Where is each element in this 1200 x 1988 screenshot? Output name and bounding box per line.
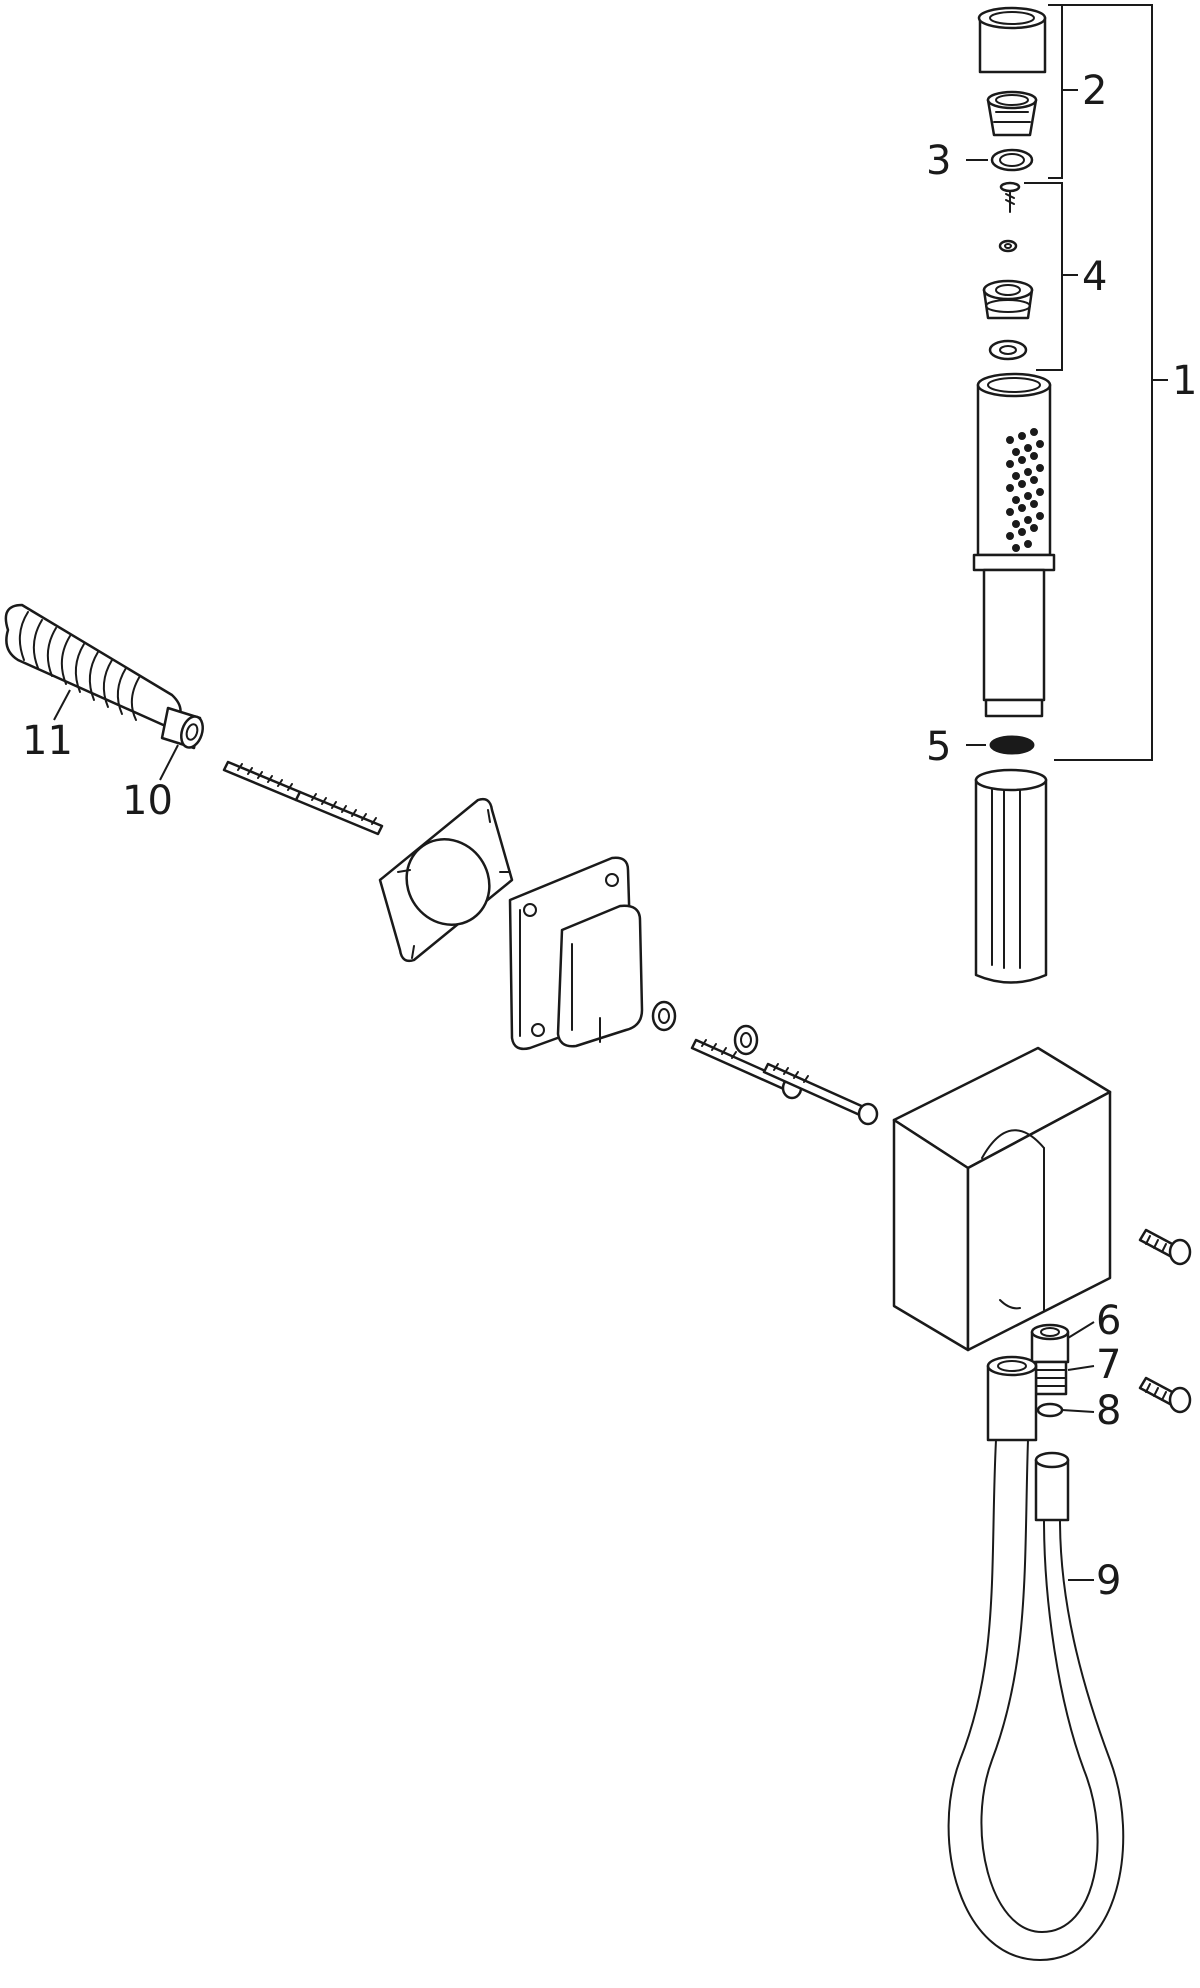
part-11-corrugated-hose [4,603,182,730]
washer-left [651,1000,677,1032]
threaded-rod-1 [222,760,302,802]
callout-10: 10 [122,778,173,824]
part-2-spray-nut [977,6,1047,74]
part-5-seal [989,735,1035,755]
wall-screw-2 [762,1062,879,1126]
part-4-washer [998,239,1018,253]
part-2-spray-insert [986,90,1038,137]
mounting-frame [378,797,514,963]
hex-screw-lower [1138,1376,1192,1414]
shower-holder-block [892,1046,1112,1352]
part-8-washer [1036,1402,1064,1418]
callout-3: 3 [926,138,951,184]
callout-leaders-upper [966,4,1168,761]
part-4-disc [988,339,1028,361]
threaded-rod-2 [294,790,384,836]
callout-6: 6 [1096,1298,1121,1344]
hex-screw-upper [1138,1228,1192,1266]
callout-leaders-left [53,689,179,781]
callout-11: 11 [22,718,73,764]
part-3-o-ring [990,148,1034,172]
wall-screw-1 [690,1038,803,1100]
washer-right [733,1024,759,1056]
callout-5: 5 [926,724,951,770]
part-4-screw [999,181,1021,213]
part-9-shower-hose [947,1355,1125,1962]
callout-8: 8 [1096,1388,1121,1434]
callout-1: 1 [1172,358,1197,404]
part-7-thread [1034,1360,1068,1396]
part-6-nipple [1030,1323,1070,1364]
callout-leaders-lower [1061,1321,1095,1581]
part-10-hose-nut [160,706,204,750]
wall-bracket [508,856,644,1051]
callout-9: 9 [1096,1558,1121,1604]
sleeve-cover [974,768,1048,984]
callout-4: 4 [1082,254,1107,300]
callout-2: 2 [1082,68,1107,114]
part-4-valve-insert [982,279,1034,320]
spray-nozzle-dots [1006,428,1044,552]
callout-7: 7 [1096,1342,1121,1388]
hand-shower-body [972,372,1056,718]
